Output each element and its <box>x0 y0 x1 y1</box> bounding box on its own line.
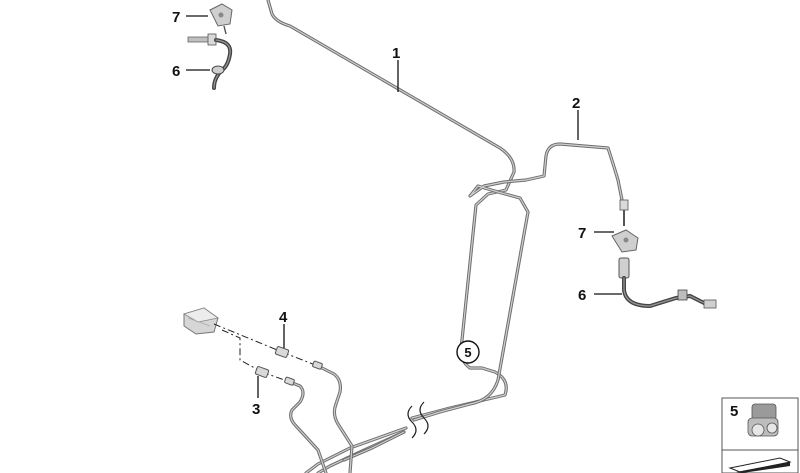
brake-pipe-4[interactable] <box>316 364 354 473</box>
pipe-fitting-4[interactable] <box>274 346 323 370</box>
callout-5-circled-label: 5 <box>464 345 471 360</box>
brake-hose-top-left[interactable] <box>187 33 233 90</box>
leader-lines <box>186 15 622 398</box>
callout-1: 1 <box>392 45 400 62</box>
pipe-clip-icon <box>747 403 779 437</box>
callout-2: 2 <box>572 95 580 112</box>
callout-4: 4 <box>279 309 288 326</box>
legend-box-arrow[interactable] <box>721 449 799 473</box>
brake-hose-right[interactable] <box>618 199 717 309</box>
pipe-break-symbol <box>407 401 429 439</box>
hose-bracket-top-left[interactable] <box>209 3 233 35</box>
callout-5-circled: 5 <box>456 340 480 364</box>
legend-box-clip[interactable]: 5 <box>721 397 799 451</box>
callout-7-top: 7 <box>172 9 180 26</box>
hose-bracket-right[interactable] <box>611 229 639 253</box>
callout-7-right: 7 <box>578 225 586 242</box>
hydraulic-unit-block <box>182 307 219 335</box>
brake-pipe-3[interactable] <box>288 380 328 473</box>
callout-6-top: 6 <box>172 63 180 80</box>
brake-pipe-1[interactable] <box>266 0 516 473</box>
callout-3: 3 <box>252 401 260 418</box>
brake-pipe-2[interactable] <box>316 142 624 473</box>
legend-box-label: 5 <box>730 403 738 420</box>
arrow-icon <box>728 457 792 473</box>
callout-6-right: 6 <box>578 287 586 304</box>
pipe-fitting-3[interactable] <box>254 366 295 386</box>
